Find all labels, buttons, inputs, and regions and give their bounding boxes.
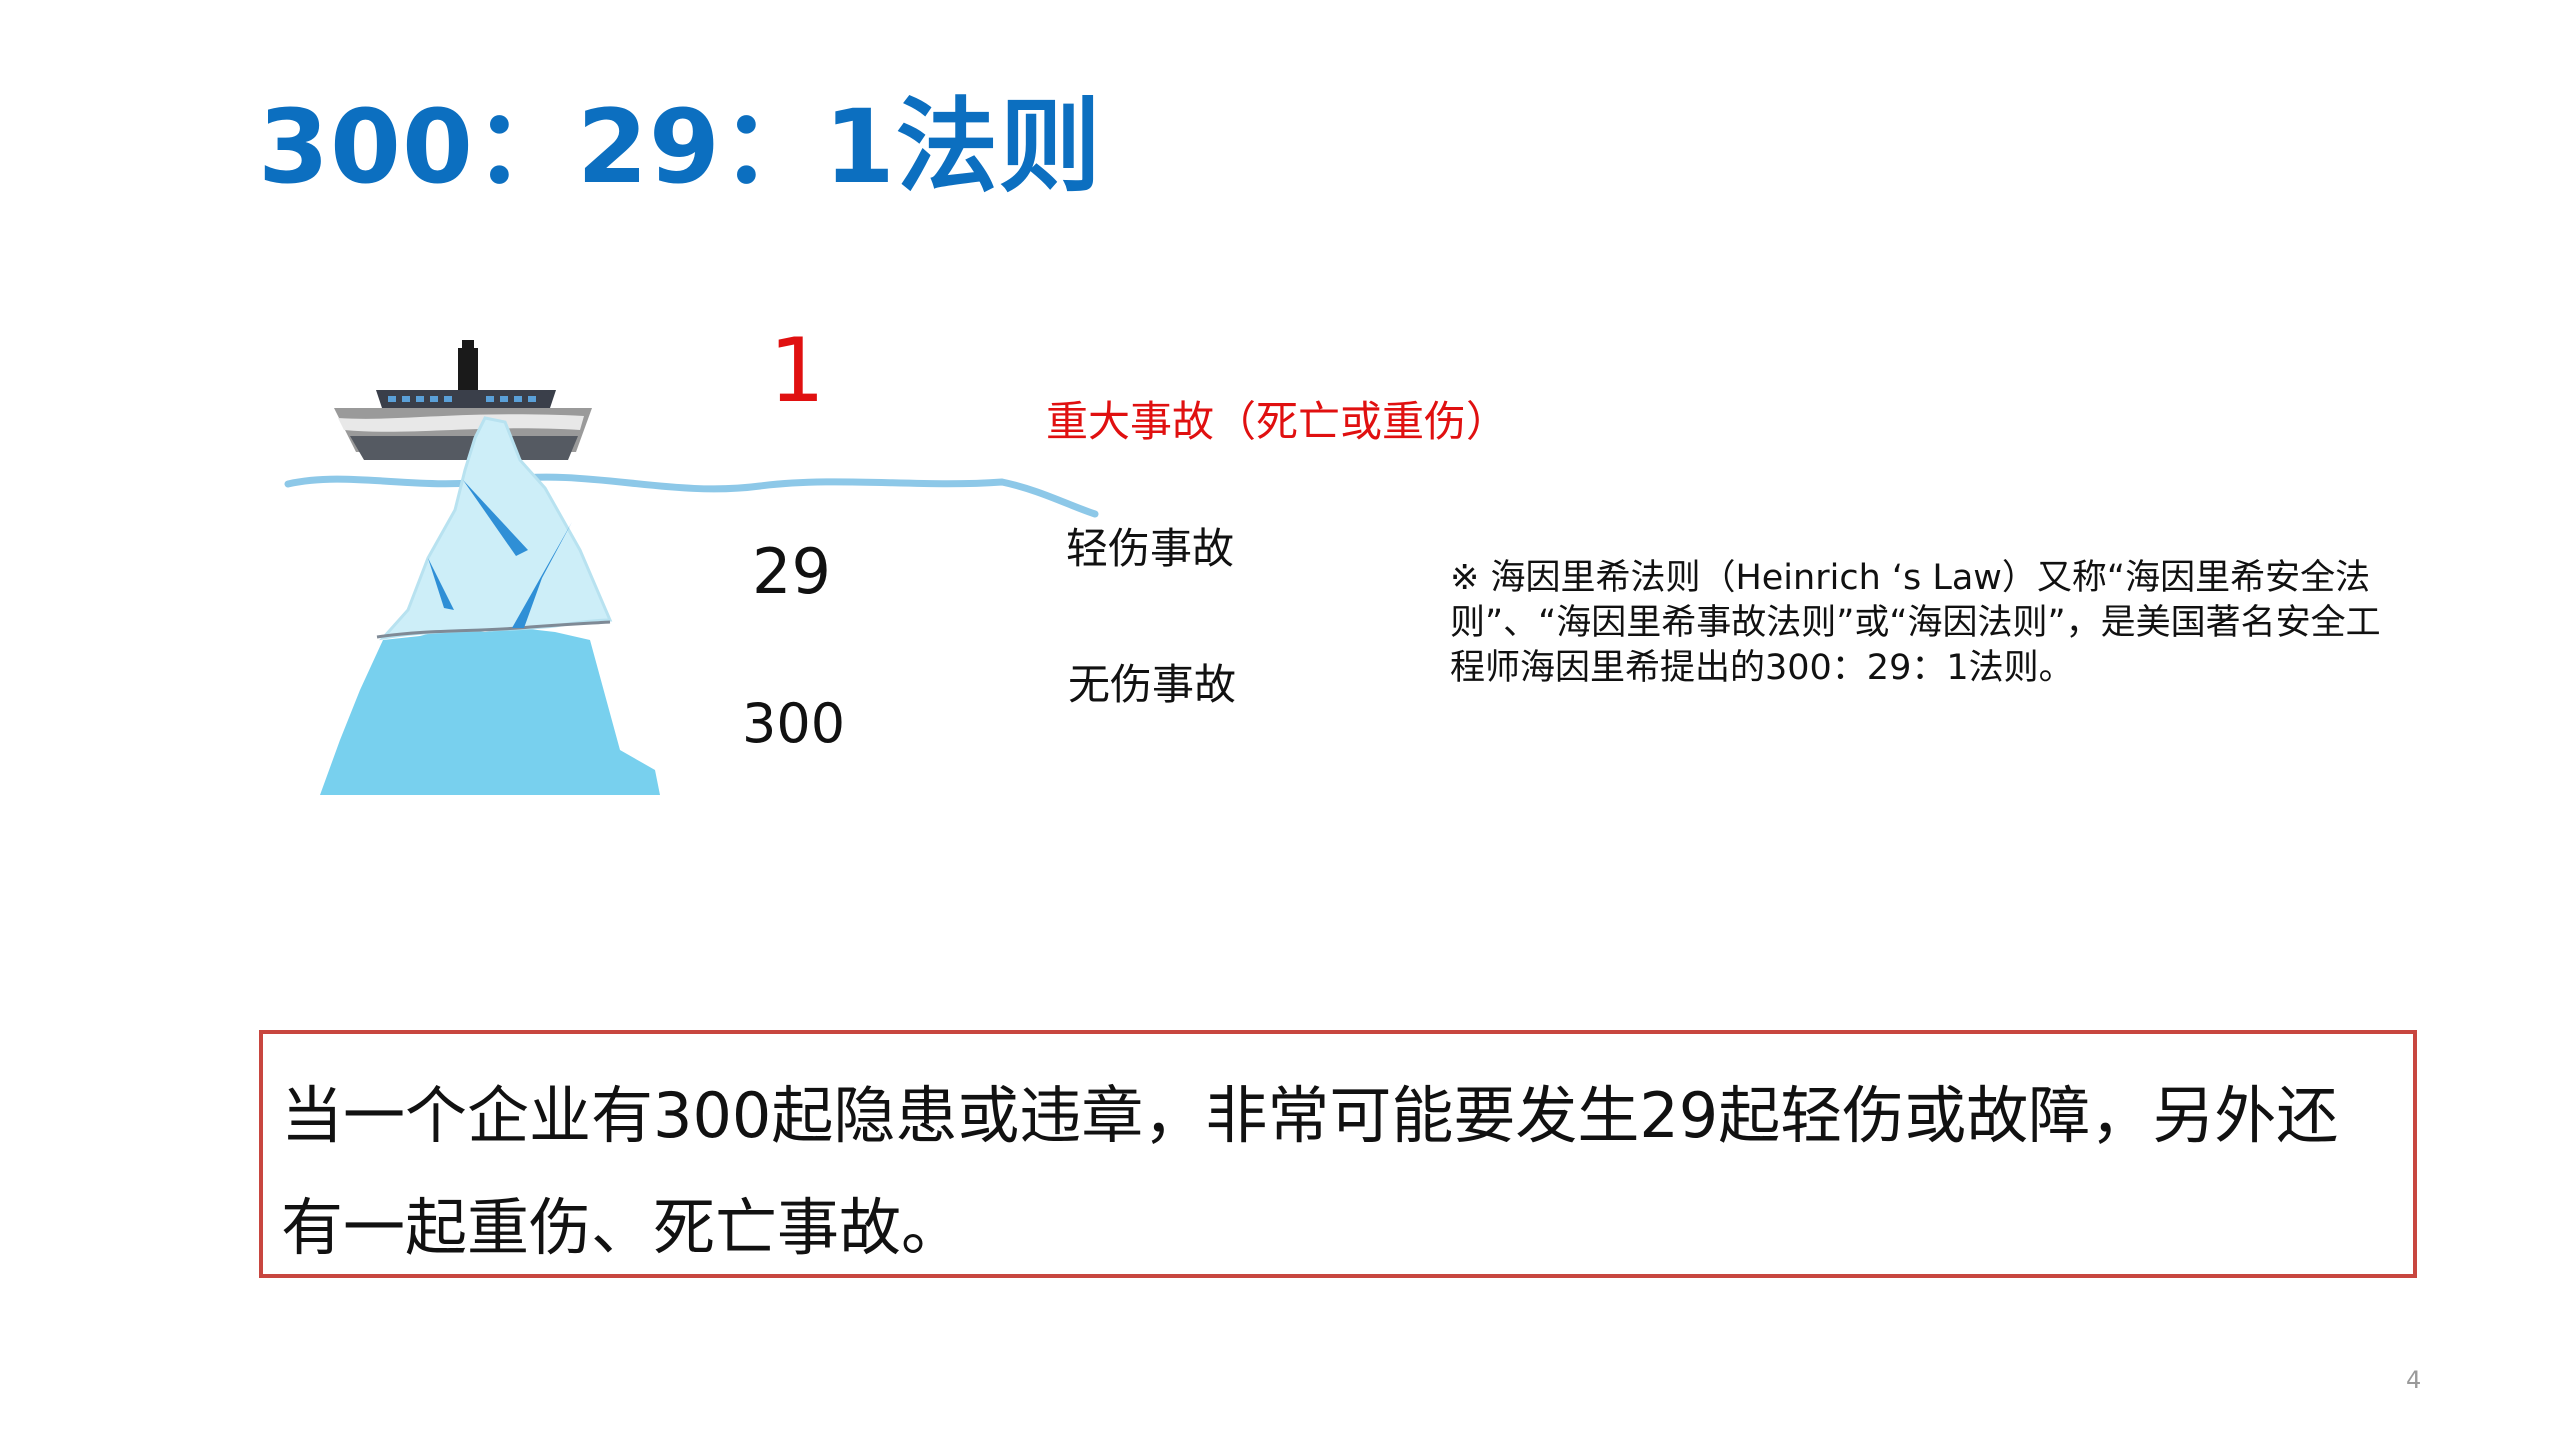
major-accident-count: 1 (769, 319, 825, 422)
iceberg-illustration (284, 340, 1099, 795)
no-injury-count: 300 (742, 692, 846, 755)
summary-box: 当一个企业有300起隐患或违章，非常可能要发生29起轻伤或故障，另外还有一起重伤… (259, 1030, 2417, 1278)
ship-icon (334, 340, 592, 460)
iceberg-cracks (428, 480, 572, 628)
slide-title: 300：29：1法则 (258, 88, 1102, 207)
water-line (284, 473, 1099, 518)
minor-accident-count: 29 (752, 535, 831, 608)
iceberg-base (320, 628, 660, 795)
no-injury-label: 无伤事故 (1068, 660, 1237, 709)
page-number: 4 (2406, 1366, 2422, 1394)
major-accident-label: 重大事故（死亡或重伤） (1046, 397, 1509, 446)
minor-accident-label: 轻伤事故 (1066, 524, 1235, 573)
heinrich-note: ※ 海因里希法则（Heinrich ‘s Law）又称“海因里希安全法则”、“海… (1450, 558, 2381, 688)
summary-text: 当一个企业有300起隐患或违章，非常可能要发生29起轻伤或故障，另外还有一起重伤… (281, 1079, 2339, 1264)
